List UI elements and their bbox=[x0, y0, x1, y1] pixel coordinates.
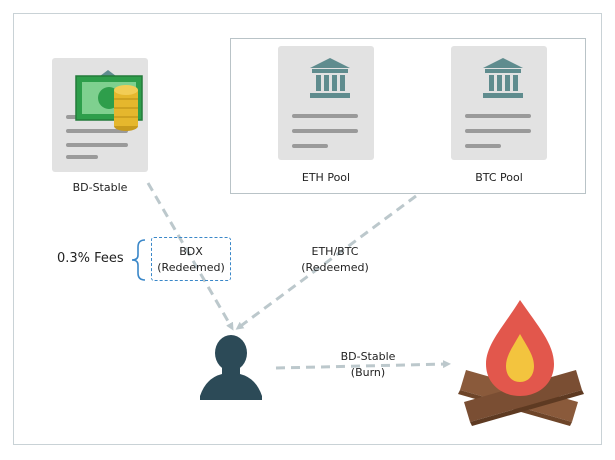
bdx-redeemed-box bbox=[151, 237, 231, 281]
user-icon bbox=[200, 335, 262, 400]
eth-btc-sublabel: (Redeemed) bbox=[301, 261, 369, 274]
card-line bbox=[292, 114, 358, 118]
bdx-label: BDX bbox=[179, 245, 203, 258]
bd-stable-label: BD-Stable bbox=[72, 181, 128, 194]
fees-brace bbox=[131, 239, 146, 281]
bank-icon bbox=[310, 58, 350, 98]
edge-burn bbox=[275, 360, 451, 370]
edge-bdx bbox=[146, 182, 234, 331]
btc-pool-label: BTC Pool bbox=[475, 171, 523, 184]
card-line bbox=[66, 129, 128, 133]
card-line bbox=[465, 114, 531, 118]
pool-group bbox=[230, 38, 586, 194]
log bbox=[464, 370, 584, 426]
card-line bbox=[292, 144, 328, 148]
card-line bbox=[292, 129, 358, 133]
btc-pool-card bbox=[451, 46, 547, 160]
money-coins-icon bbox=[75, 70, 143, 131]
fees-label: 0.3% Fees bbox=[57, 251, 124, 266]
card-line bbox=[66, 155, 98, 159]
bdx-sublabel: (Redeemed) bbox=[157, 261, 225, 274]
burn-edge-sublabel: (Burn) bbox=[350, 366, 386, 379]
card-line bbox=[465, 129, 531, 133]
coin-stack bbox=[114, 85, 138, 131]
eth-pool-label: ETH Pool bbox=[301, 171, 351, 184]
campfire-icon bbox=[458, 300, 584, 426]
eth-btc-label: ETH/BTC bbox=[311, 245, 359, 258]
card-line bbox=[465, 144, 501, 148]
eth-pool-card bbox=[278, 46, 374, 160]
card-line bbox=[66, 143, 128, 147]
bank-icon bbox=[483, 58, 523, 98]
flame bbox=[486, 300, 554, 396]
burn-edge-label: BD-Stable bbox=[340, 350, 396, 363]
edge-eth-btc bbox=[235, 194, 417, 330]
